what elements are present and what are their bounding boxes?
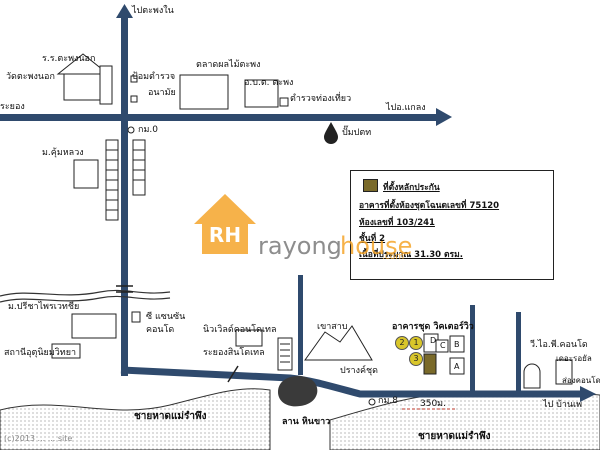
label-building-a: A	[454, 362, 460, 371]
label-sao: อ.บ.ต. ตะพง	[244, 78, 294, 88]
label-temple: วัดตะพงนอก	[6, 72, 55, 82]
label-vip-condo: วี.ไอ.พี.คอนโด	[530, 340, 588, 350]
target-unit	[423, 353, 437, 375]
label-south-east: ไป บ้านเพ	[543, 400, 583, 410]
health-box	[130, 95, 138, 103]
pin-3: 3	[409, 352, 423, 366]
label-tourist-police: ตำรวจท่องเที่ยว	[290, 94, 352, 104]
label-west: ระยอง	[0, 102, 25, 112]
watermark-brand-house: house	[340, 232, 413, 260]
label-prang-cheds: ปรางค์ชุด	[340, 366, 378, 376]
label-newville: นิวเวิลด์คอนโดเทล	[203, 325, 277, 335]
label-meteorology: สถานีอุตุนิยมวิทยา	[4, 348, 77, 358]
label-lan-hinkhao: ลาน หินขาว	[282, 417, 331, 427]
side-road-1	[298, 275, 303, 375]
info-line-1: อาคารที่ตั้งห้องชุดโฉนดเลขที่ 75120	[359, 201, 500, 211]
label-beach-1: ชายหาดแม่รำพึง	[134, 411, 207, 422]
label-building-kitchview: อาคารชุด วิคเตอร์วิว	[392, 322, 474, 332]
vip-condo-dome	[523, 363, 541, 389]
label-gas-station: ปั๊มปตท	[342, 128, 372, 138]
label-khao-saphan: เขาสาบ	[317, 322, 348, 332]
pin-1: 1	[409, 336, 423, 350]
label-building-c: C	[440, 341, 446, 350]
label-km8: กม.8	[378, 396, 398, 406]
arrow-north	[116, 4, 133, 18]
label-school: ร.ร.ตะพงนอก	[42, 54, 96, 64]
building-C	[435, 339, 449, 353]
label-khumluang: ม.คุ้มหลวง	[42, 148, 84, 158]
police-box	[130, 75, 138, 83]
watermark-logo: RH	[194, 194, 256, 254]
label-police-box: ป้อมตำรวจ	[132, 72, 176, 82]
newville-building	[235, 329, 263, 347]
label-north: ไปตะพงใน	[132, 6, 174, 16]
beach-area	[0, 388, 271, 450]
label-distance: 350ม.	[420, 399, 446, 409]
label-condo-right-2: ส่องคอนโด	[562, 376, 600, 385]
sao-building	[244, 79, 279, 108]
lan-hinkhao-rock	[278, 376, 318, 407]
label-building-b: B	[454, 340, 460, 349]
temple-building	[63, 71, 103, 101]
info-line-2: ห้องเลขที่ 103/241	[359, 218, 435, 228]
market-building	[179, 74, 229, 110]
label-condo-right-1: เดอะรอยัล	[556, 354, 592, 363]
tourist-police-box	[279, 97, 289, 107]
mountain-khao-saphan	[304, 325, 373, 361]
collateral-legend-swatch	[363, 179, 378, 192]
watermark-logo-text: RH	[209, 223, 241, 247]
arrow-southeast	[580, 386, 596, 402]
building-B	[449, 335, 465, 353]
meteorology-building	[51, 343, 81, 359]
row-houses-2	[132, 139, 146, 196]
building-A	[449, 357, 465, 375]
km0-marker	[127, 126, 135, 134]
gas-station-icon	[324, 122, 338, 144]
vip-condo-building	[555, 359, 573, 385]
canal	[0, 289, 171, 297]
label-km0: กม.0	[138, 125, 158, 135]
info-line-4: เนื้อที่ประมาณ 31.30 ตรม.	[359, 250, 463, 260]
collateral-info-box: ที่ตั้งหลักประกัน อาคารที่ตั้งห้องชุดโฉน…	[350, 170, 554, 280]
label-health-center: อนามัย	[148, 88, 176, 98]
side-road-2	[470, 305, 475, 393]
khumluang-building	[73, 159, 99, 189]
label-condo: คอนโด	[146, 325, 175, 335]
info-title: ที่ตั้งหลักประกัน	[383, 183, 440, 193]
label-east: ไปอ.แกลง	[386, 103, 426, 113]
label-beach-2: ชายหาดแม่รำพึง	[418, 431, 491, 442]
main-road-vertical	[121, 16, 128, 376]
label-ci-sansan: ซี แซนซัน	[146, 312, 186, 322]
km8-marker	[368, 398, 376, 406]
preeya-building	[71, 313, 117, 339]
label-preeya: ม.ปรีชาไพรเวทชีย	[8, 302, 80, 312]
footer-credit: (c)2013 ... ... site	[4, 434, 73, 443]
temple-roof	[56, 53, 110, 75]
school-yard	[99, 65, 113, 105]
watermark-domain: .com	[382, 252, 405, 262]
watermark-brand-rayong: rayong	[258, 232, 342, 260]
info-line-3: ชั้นที่ 2	[359, 234, 386, 244]
arrow-east	[436, 108, 452, 126]
pin-2: 2	[395, 336, 409, 350]
label-rayong-sindos: ระยองสินโดเทล	[203, 348, 265, 358]
label-building-d: D	[430, 336, 437, 345]
label-fruit-market: ตลาดผลไม้ตะพง	[196, 60, 261, 70]
side-road-3	[516, 312, 521, 392]
main-road-horizontal	[0, 114, 436, 121]
sansan-box	[131, 311, 141, 323]
rayong-sindos-building	[277, 337, 293, 371]
